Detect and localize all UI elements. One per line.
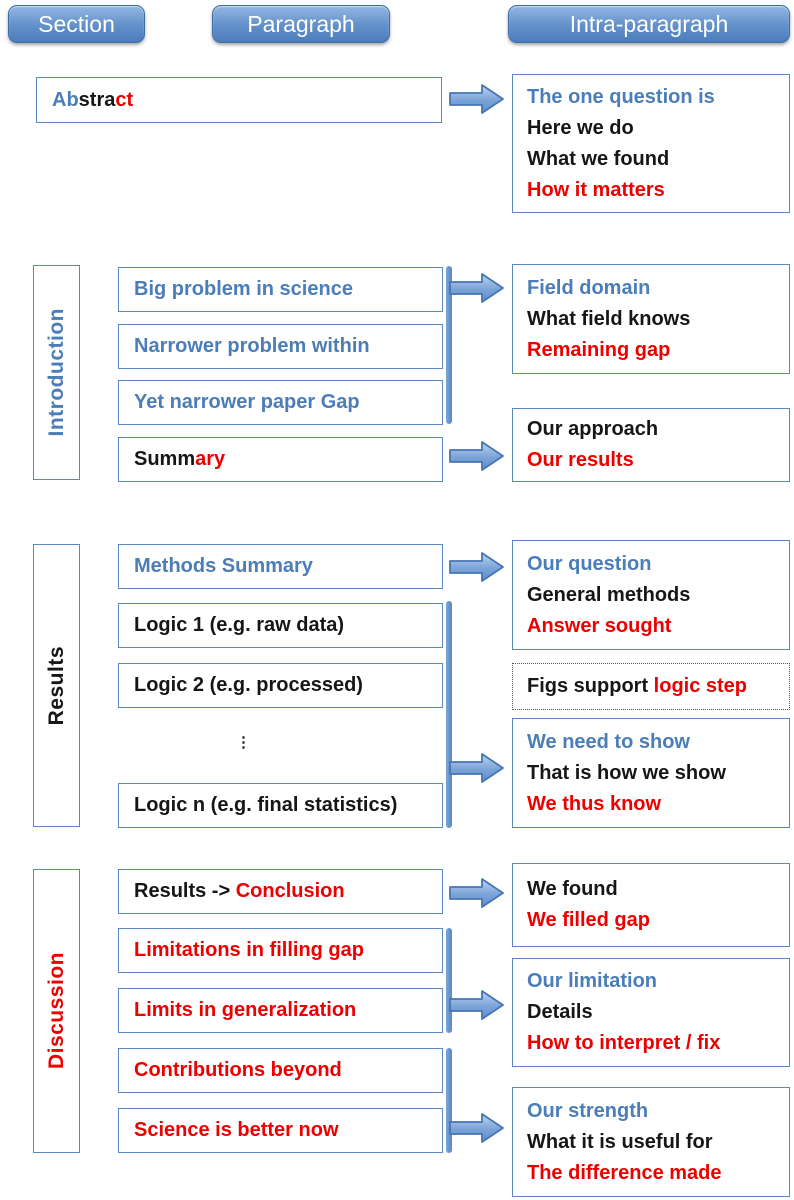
paragraph-box-big-problem: Big problem in science [118,267,443,312]
paragraph-box-narrower-problem: Narrower problem within [118,324,443,369]
section-label-introduction-text: Introduction [44,308,68,437]
intra-line-part: logic step [653,675,748,697]
intra-box-abstract: The one question is Here we do What we f… [512,74,790,213]
intra-line: That is how we show [527,761,726,784]
intra-line: What field knows [527,307,691,330]
intra-line: What we found [527,147,670,170]
section-label-discussion: Discussion [33,869,80,1153]
paragraph-label-part: Conclusion [235,880,345,902]
paragraph-label: Methods Summary [134,555,313,577]
column-header-paragraph-label: Paragraph [247,10,355,37]
intra-line: Our results [527,449,634,471]
paragraph-label: Limits in generalization [134,999,357,1021]
section-label-results-text: Results [44,645,68,726]
intra-line: What it is useful for [527,1130,713,1153]
paragraph-label: Big problem in science [134,278,353,300]
paragraph-box-results-conclusion: Results -> Conclusion [118,869,443,914]
paragraph-label: Narrower problem within [134,335,370,357]
intra-box-question: Our question General methods Answer soug… [512,540,790,650]
bracket-bar-introduction [446,266,452,424]
intra-line: Our limitation [527,970,657,992]
section-label-results: Results [33,544,80,827]
paragraph-box-science-better: Science is better now [118,1108,443,1153]
paragraph-label: Limitations in filling gap [134,939,364,961]
intra-box-approach: Our approach Our results [512,408,790,482]
paragraph-label: Logic 2 (e.g. processed) [134,674,363,696]
paragraph-label: Logic n (e.g. final statistics) [134,794,398,816]
column-header-intra-paragraph-label: Intra-paragraph [569,10,729,37]
paragraph-box-contributions: Contributions beyond [118,1048,443,1093]
abstract-label-part: ct [115,88,134,111]
column-header-section-label: Section [38,10,115,37]
section-label-introduction: Introduction [33,265,80,480]
intra-line: General methods [527,583,691,606]
intra-line: Our question [527,552,652,575]
intra-box-figs-note: Figs support logic step [512,663,790,710]
bracket-bar-contributions [446,1048,452,1153]
bracket-bar-results [446,601,452,828]
intra-line: Details [527,1001,593,1023]
bracket-bar-limitations [446,928,452,1033]
right-arrow-icon [449,441,504,471]
right-arrow-icon [449,753,504,783]
paragraph-label: Science is better now [134,1119,339,1141]
intra-line: We filled gap [527,909,650,931]
paragraph-label: Yet narrower paper Gap [134,391,360,413]
intra-line: How to interpret / fix [527,1032,721,1054]
right-arrow-icon [449,84,504,114]
paragraph-box-logic-1: Logic 1 (e.g. raw data) [118,603,443,648]
right-arrow-icon [449,273,504,303]
intra-line: Answer sought [527,614,672,637]
intra-box-found: We found We filled gap [512,863,790,947]
paragraph-box-limitations: Limitations in filling gap [118,928,443,973]
vertical-ellipsis: ⋮ [236,734,252,751]
section-label-discussion-text: Discussion [44,952,68,1070]
abstract-label-part: Ab [52,88,79,111]
intra-line: How it matters [527,178,665,201]
paragraph-box-logic-2: Logic 2 (e.g. processed) [118,663,443,708]
paragraph-label: Logic 1 (e.g. raw data) [134,614,345,636]
right-arrow-icon [449,1113,504,1143]
intra-box-strength: Our strength What it is useful for The d… [512,1087,790,1197]
right-arrow-icon [449,878,504,908]
abstract-label-part: stra [78,88,116,111]
intra-line: We found [527,878,618,900]
intra-line: The one question is [527,85,715,108]
paragraph-box-paper-gap: Yet narrower paper Gap [118,380,443,425]
intra-line-part: Figs support [527,675,654,697]
paragraph-box-methods-summary: Methods Summary [118,544,443,589]
intra-line-mixed: Figs support logic step [527,671,775,702]
intra-line: Field domain [527,276,651,299]
intra-line: We need to show [527,730,690,753]
intra-line: Our strength [527,1099,649,1122]
intra-line: Remaining gap [527,338,671,361]
right-arrow-icon [449,552,504,582]
right-arrow-icon [449,990,504,1020]
paragraph-label-part: ary [195,448,226,470]
intra-line: Here we do [527,116,634,139]
paragraph-box-limits-generalization: Limits in generalization [118,988,443,1033]
intra-box-show: We need to show That is how we show We t… [512,718,790,828]
paragraph-label: Contributions beyond [134,1059,342,1081]
intra-line: Our approach [527,418,659,440]
paragraph-label-part: Summ [134,448,196,470]
intra-box-limitation: Our limitation Details How to interpret … [512,958,790,1067]
intra-box-field: Field domain What field knows Remaining … [512,264,790,374]
paragraph-label-part: Results -> [134,880,236,902]
column-header-paragraph: Paragraph [212,5,390,43]
column-header-intra-paragraph: Intra-paragraph [508,5,790,43]
paragraph-box-logic-n: Logic n (e.g. final statistics) [118,783,443,828]
intra-line: The difference made [527,1161,722,1184]
column-header-section: Section [8,5,145,43]
intra-line: We thus know [527,792,662,815]
